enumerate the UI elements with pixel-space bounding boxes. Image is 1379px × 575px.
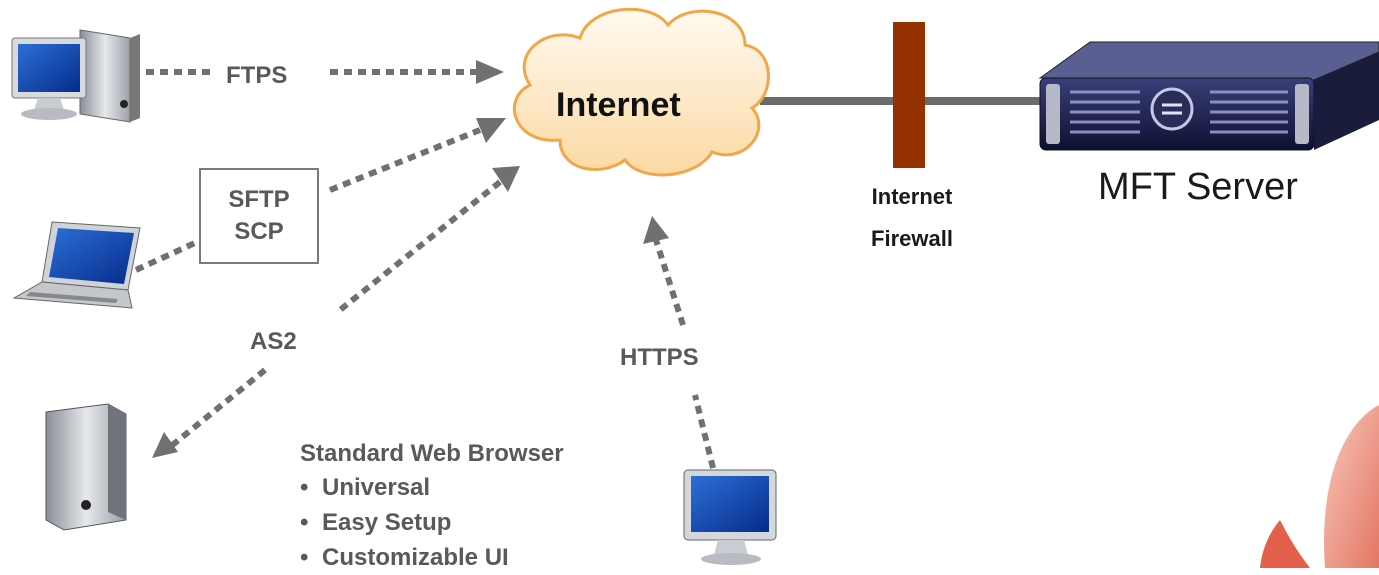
- mft-server-label: MFT Server: [1098, 166, 1298, 208]
- internet-cloud: [512, 7, 770, 177]
- monitor-icon: [683, 469, 777, 565]
- tower-server-icon: [45, 403, 127, 531]
- as2-arrow: [152, 166, 520, 458]
- https-label: HTTPS: [620, 344, 699, 371]
- sftp-scp-arrow: [134, 118, 506, 273]
- internet-label: Internet: [556, 86, 681, 124]
- feature-item: •Easy Setup: [300, 509, 452, 536]
- rack-server-icon: [1038, 41, 1379, 151]
- feature-customizable-ui: Customizable UI: [322, 544, 509, 571]
- decorative-swoosh: [1260, 405, 1379, 568]
- sftp-scp-box: SFTP SCP: [199, 168, 319, 264]
- firewall-bar: [893, 22, 925, 168]
- sftp-label: SFTP: [228, 186, 290, 213]
- feature-item: •Universal: [300, 474, 431, 501]
- web-browser-features: Standard Web Browser •Universal •Easy Se…: [300, 438, 564, 575]
- browser-title: Standard Web Browser: [300, 440, 564, 467]
- ftps-label: FTPS: [226, 62, 288, 89]
- scp-label: SCP: [234, 218, 284, 245]
- firewall-label-line2: Firewall: [871, 226, 953, 251]
- ftps-arrow: [146, 60, 504, 84]
- feature-universal: Universal: [322, 474, 431, 501]
- feature-item: •Customizable UI: [300, 544, 509, 571]
- as2-label: AS2: [250, 328, 297, 355]
- laptop-icon: [12, 221, 141, 309]
- desktop-computer-icon: [11, 29, 140, 123]
- firewall-label-line1: Internet: [871, 184, 953, 209]
- https-arrow: [643, 216, 716, 469]
- feature-easy-setup: Easy Setup: [322, 509, 452, 536]
